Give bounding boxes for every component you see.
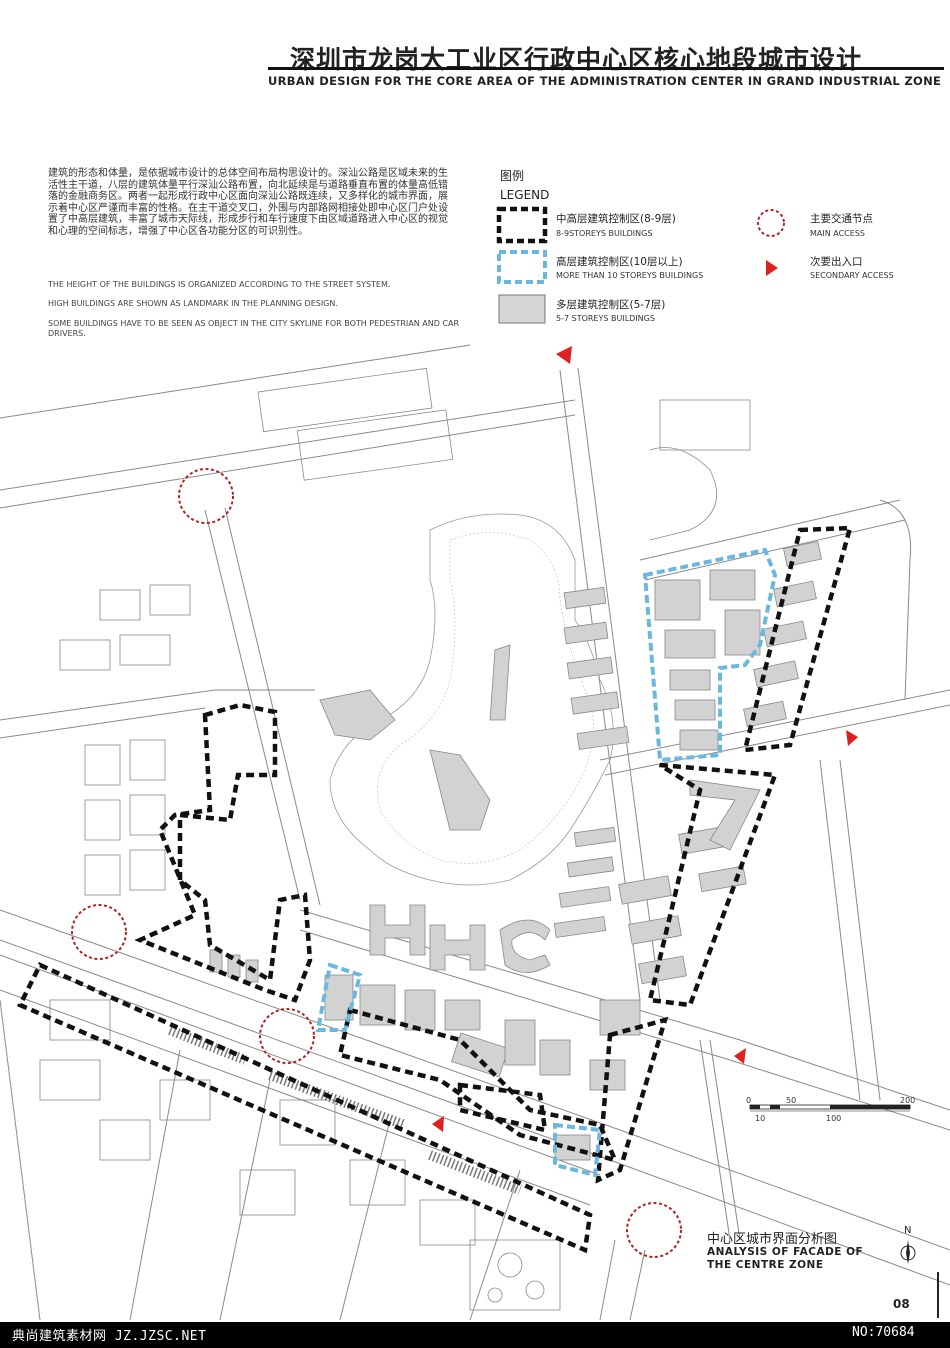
legend-label-en: 5-7 STOREYS BUILDINGS [556, 314, 655, 323]
site-plan-map [0, 344, 950, 1320]
legend-label-cn: 主要交通节点 [810, 213, 873, 225]
scale-label: 100 [826, 1114, 842, 1123]
legend-label-cn: 次要出入口 [810, 256, 863, 268]
legend-symbols-left [496, 206, 548, 324]
legend-label-cn: 高层建筑控制区(10层以上) [556, 256, 683, 268]
boundary-8-9-storeys [16, 525, 853, 1254]
park-inner-path [377, 532, 594, 864]
legend-label-cn: 中高层建筑控制区(8-9层) [556, 213, 676, 225]
legend-label-cn: 多层建筑控制区(5-7层) [556, 299, 666, 311]
secondary-access-icon [556, 346, 572, 364]
scale-label: 0 [746, 1096, 752, 1105]
north-label: N [904, 1225, 912, 1236]
scale-bar [749, 1104, 911, 1112]
main-access-icon [71, 904, 127, 960]
secondary-access-icon [432, 1116, 444, 1132]
legend-label-en: MORE THAN 10 STOREYS BUILDINGS [556, 271, 704, 280]
map-title-en-line-2: THE CENTRE ZONE [707, 1259, 824, 1271]
footer-watermark: 典尚建筑素材网 JZ.JZSC.NET [12, 1329, 207, 1344]
boundary-high-rise [315, 547, 778, 1178]
page-subtitle: URBAN DESIGN FOR THE CORE AREA OF THE AD… [268, 74, 942, 88]
description-en-3: SOME BUILDINGS HAVE TO BE SEEN AS OBJECT… [48, 319, 460, 338]
secondary-access-points [432, 346, 858, 1132]
scale-label: 10 [755, 1114, 766, 1123]
outline-blocks [39, 584, 561, 1311]
title-rule [268, 67, 944, 70]
north-arrow-icon [900, 1240, 916, 1264]
main-access-icon [757, 209, 785, 237]
legend-label-en: SECONDARY ACCESS [810, 271, 894, 280]
map-title-en-line-1: ANALYSIS OF FACADE OF [707, 1246, 864, 1258]
crosswalks [168, 1025, 522, 1195]
page-number-rule [937, 1272, 939, 1318]
legend-black-dashed-box [496, 206, 548, 244]
map-title-cn: 中心区城市界面分析图 [707, 1232, 838, 1247]
description-cn: 建筑的形态和体量，是依据城市设计的总体空间布局构思设计的。深汕公路是区域未来的生… [48, 168, 448, 237]
northern-blocks [257, 367, 751, 541]
legend-label-en: MAIN ACCESS [810, 229, 865, 238]
footer-bar [0, 1322, 950, 1348]
map-title-en: ANALYSIS OF FACADE OF THE CENTRE ZONE [707, 1246, 863, 1272]
scale-label: 50 [786, 1096, 797, 1105]
scale-label: 200 [900, 1096, 916, 1105]
main-access-icon [259, 1008, 315, 1064]
main-access-icon [178, 468, 234, 524]
page-number: 08 [893, 1297, 910, 1311]
description-en-1: THE HEIGHT OF THE BUILDINGS IS ORGANIZED… [48, 280, 391, 289]
legend-grey-box [498, 294, 546, 324]
legend-label-en: 8-9STOREYS BUILDINGS [556, 229, 653, 238]
description-en-2: HIGH BUILDINGS ARE SHOWN AS LANDMARK IN … [48, 299, 338, 308]
secondary-access-icon [734, 1048, 746, 1064]
secondary-access-icon [846, 730, 858, 746]
legend-blue-dashed-box [497, 250, 547, 284]
legend-symbols-right [757, 209, 785, 276]
main-access-nodes [71, 468, 682, 1258]
legend-heading-en: LEGEND [500, 188, 550, 202]
legend-heading-cn: 图例 [500, 169, 525, 183]
main-access-icon [626, 1202, 682, 1258]
footer-id: NO:70684 [852, 1325, 915, 1340]
buildings [209, 540, 822, 1161]
road-northern-edge [0, 344, 471, 419]
secondary-access-icon [766, 260, 778, 276]
